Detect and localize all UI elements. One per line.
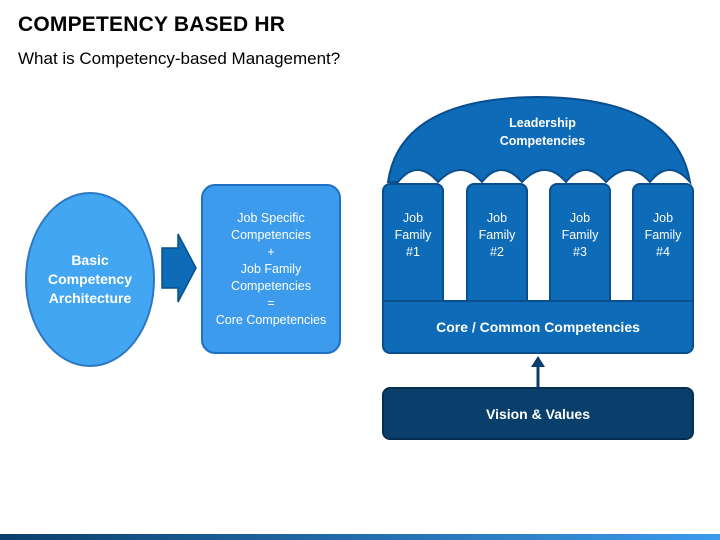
job-family-column-2: Job Family #2 xyxy=(466,183,528,301)
formula-line: = xyxy=(267,295,275,310)
job-family-line: Family xyxy=(561,228,599,242)
formula-line: Job Specific xyxy=(237,210,305,225)
right-arrow-icon xyxy=(161,233,197,303)
core-competency-formula-box: Job Specific Competencies + Job Family C… xyxy=(201,184,341,354)
job-family-line: Job xyxy=(652,211,674,225)
job-family-number: #3 xyxy=(573,245,587,259)
basic-architecture-ellipse: Basic Competency Architecture xyxy=(25,192,155,367)
job-family-line: Family xyxy=(644,228,682,242)
job-family-line: Job xyxy=(402,211,424,225)
job-family-number: #4 xyxy=(656,245,670,259)
job-family-line: Job xyxy=(569,211,591,225)
formula-line: Competencies xyxy=(231,278,311,293)
job-family-column-4: Job Family #4 xyxy=(632,183,694,301)
formula-line: Competencies xyxy=(231,227,311,242)
leadership-label: Leadership Competencies xyxy=(470,114,615,150)
basic-line: Architecture xyxy=(48,290,132,306)
job-family-number: #2 xyxy=(490,245,504,259)
leadership-line: Leadership xyxy=(509,116,576,130)
job-family-number: #1 xyxy=(406,245,420,259)
job-family-line: Family xyxy=(478,228,516,242)
leadership-dome xyxy=(386,95,692,186)
formula-line: + xyxy=(267,244,275,259)
formula-line: Core Competencies xyxy=(215,312,327,327)
job-family-column-1: Job Family #1 xyxy=(382,183,444,301)
basic-line: Competency xyxy=(47,271,133,287)
job-family-line: Family xyxy=(394,228,432,242)
footer-accent-bar xyxy=(0,534,720,540)
basic-line: Basic xyxy=(71,252,109,268)
formula-line: Job Family xyxy=(240,261,302,276)
slide-title: COMPETENCY BASED HR xyxy=(18,13,286,36)
core-competencies-bar: Core / Common Competencies xyxy=(382,300,694,354)
slide-subtitle: What is Competency-based Management? xyxy=(18,49,341,68)
job-family-line: Job xyxy=(486,211,508,225)
vision-values-bar: Vision & Values xyxy=(382,387,694,440)
leadership-line: Competencies xyxy=(499,134,586,148)
up-arrow-icon xyxy=(531,356,545,367)
job-family-column-3: Job Family #3 xyxy=(549,183,611,301)
